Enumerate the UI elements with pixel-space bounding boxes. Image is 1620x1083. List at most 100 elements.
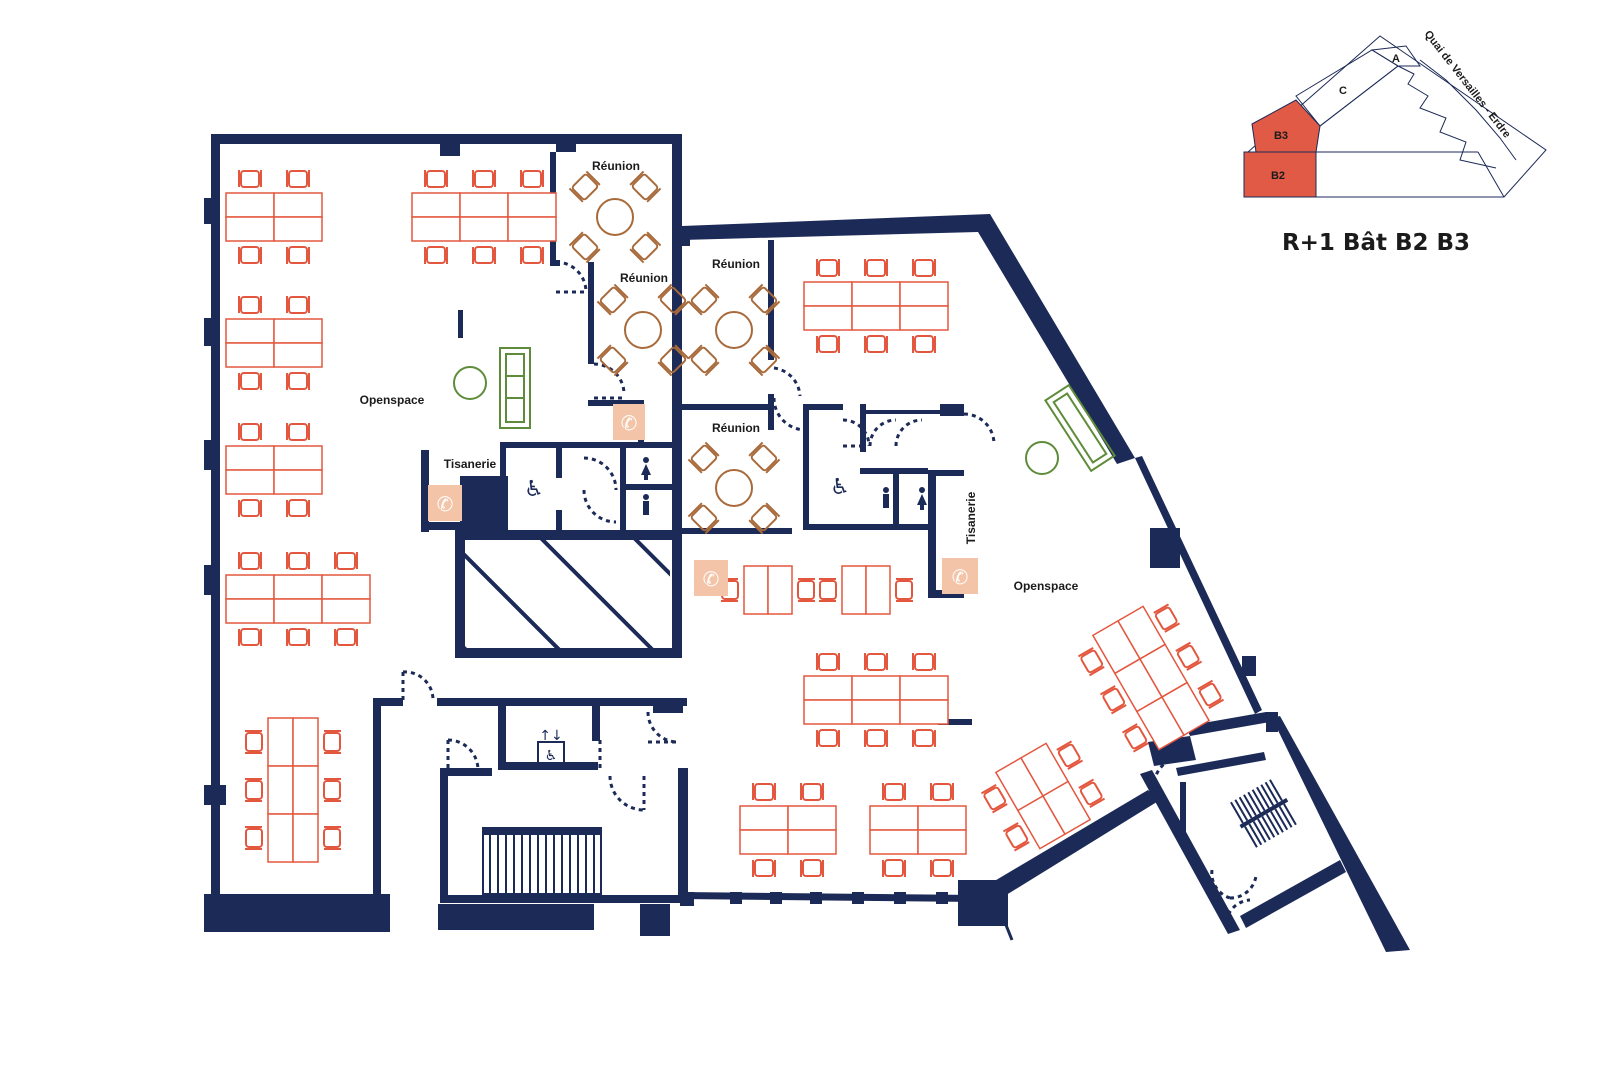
doors <box>401 260 1258 923</box>
chair <box>286 422 310 441</box>
chair <box>568 231 601 264</box>
desk-cluster <box>225 422 323 518</box>
chair <box>800 859 824 878</box>
desk-cluster <box>803 652 949 748</box>
desk-cluster <box>225 551 371 647</box>
chair <box>323 730 342 754</box>
desk-cluster <box>720 565 816 615</box>
desk-cluster <box>225 295 323 391</box>
chair <box>286 169 310 188</box>
meeting-tables <box>568 170 781 535</box>
phone-booth: ✆ <box>428 485 462 521</box>
chair <box>1055 740 1084 770</box>
chair <box>323 778 342 802</box>
key-plan-label-c: C <box>1339 85 1347 97</box>
chair <box>424 246 448 265</box>
sofa <box>499 347 531 429</box>
chair <box>286 499 310 518</box>
chair <box>818 578 837 602</box>
phone-icon: ✆ <box>621 411 638 435</box>
chair <box>520 246 544 265</box>
chair <box>424 169 448 188</box>
chair <box>864 335 888 354</box>
chair <box>912 258 936 277</box>
chair <box>596 283 629 316</box>
room-label-tisanerie: Tisanerie <box>444 457 497 471</box>
chair <box>286 551 310 570</box>
room-label-reunion: Réunion <box>712 421 760 435</box>
chair <box>687 344 720 377</box>
meeting-table <box>687 283 781 377</box>
phone-booth: ✆ <box>613 404 645 440</box>
chair <box>238 295 262 314</box>
key-plan: B3 B2 C A Quai de Versailles - Erdre <box>1243 28 1547 198</box>
svg-text:↑↓: ↑↓ <box>539 728 562 744</box>
elevator-icon: ↑↓ ♿ <box>537 728 565 765</box>
phone-booth: ✆ <box>694 560 728 596</box>
room-label-openspace-right: Openspace <box>1014 579 1079 593</box>
chair <box>748 441 781 474</box>
chair <box>1196 679 1225 710</box>
chair <box>472 169 496 188</box>
chair <box>520 169 544 188</box>
chair <box>687 441 720 474</box>
chair <box>816 258 840 277</box>
chair <box>930 782 954 801</box>
pillar <box>458 310 463 338</box>
desk-cluster <box>818 565 914 615</box>
key-plan-block-a <box>1370 45 1421 67</box>
chair <box>882 782 906 801</box>
svg-text:♿: ♿ <box>545 748 558 764</box>
key-plan-label-b2: B2 <box>1271 170 1285 182</box>
chair <box>334 551 358 570</box>
chair <box>864 258 888 277</box>
chair <box>930 859 954 878</box>
chair <box>864 729 888 748</box>
chair <box>816 729 840 748</box>
man-icon <box>643 494 649 515</box>
chair <box>912 729 936 748</box>
desk-cluster <box>739 782 837 878</box>
chair <box>323 826 342 850</box>
room-label-openspace-left: Openspace <box>360 393 425 407</box>
chair <box>244 730 263 754</box>
chair <box>748 344 781 377</box>
chair <box>748 283 781 316</box>
chair <box>752 782 776 801</box>
key-plan-label-a: A <box>1392 53 1400 65</box>
phone-icon: ✆ <box>952 565 969 589</box>
desk-cluster <box>1077 603 1225 753</box>
chair <box>1077 778 1106 809</box>
meeting-table <box>596 283 690 377</box>
wheelchair-icon: ♿ <box>830 475 850 500</box>
key-plan-block-b2 <box>1243 151 1317 198</box>
technical-shaft <box>465 540 670 648</box>
plant-pot <box>453 366 487 400</box>
sofa <box>1044 383 1116 473</box>
chair <box>286 246 310 265</box>
desk-cluster <box>244 717 342 863</box>
chair <box>980 783 1009 814</box>
room-label-reunion: Réunion <box>620 271 668 285</box>
room-label-reunion: Réunion <box>712 257 760 271</box>
key-plan-label-b3: B3 <box>1274 130 1288 142</box>
walls <box>204 134 1410 952</box>
chair <box>864 652 888 671</box>
page-title: R+1 Bât B2 B3 <box>1282 230 1470 256</box>
phone-booth: ✆ <box>942 558 978 594</box>
chair <box>1174 641 1203 672</box>
desk-cluster <box>869 782 967 878</box>
chair <box>286 295 310 314</box>
chair <box>629 170 662 203</box>
plant-pot <box>1025 441 1059 475</box>
desk-cluster <box>411 169 557 265</box>
desk-cluster <box>225 169 323 265</box>
room-label-tisanerie: Tisanerie <box>964 491 978 544</box>
chair <box>244 826 263 850</box>
chair <box>629 231 662 264</box>
wheelchair-icon: ♿ <box>524 477 544 502</box>
phone-icon: ✆ <box>437 492 454 516</box>
man-icon <box>883 487 889 508</box>
chair <box>1152 603 1181 633</box>
